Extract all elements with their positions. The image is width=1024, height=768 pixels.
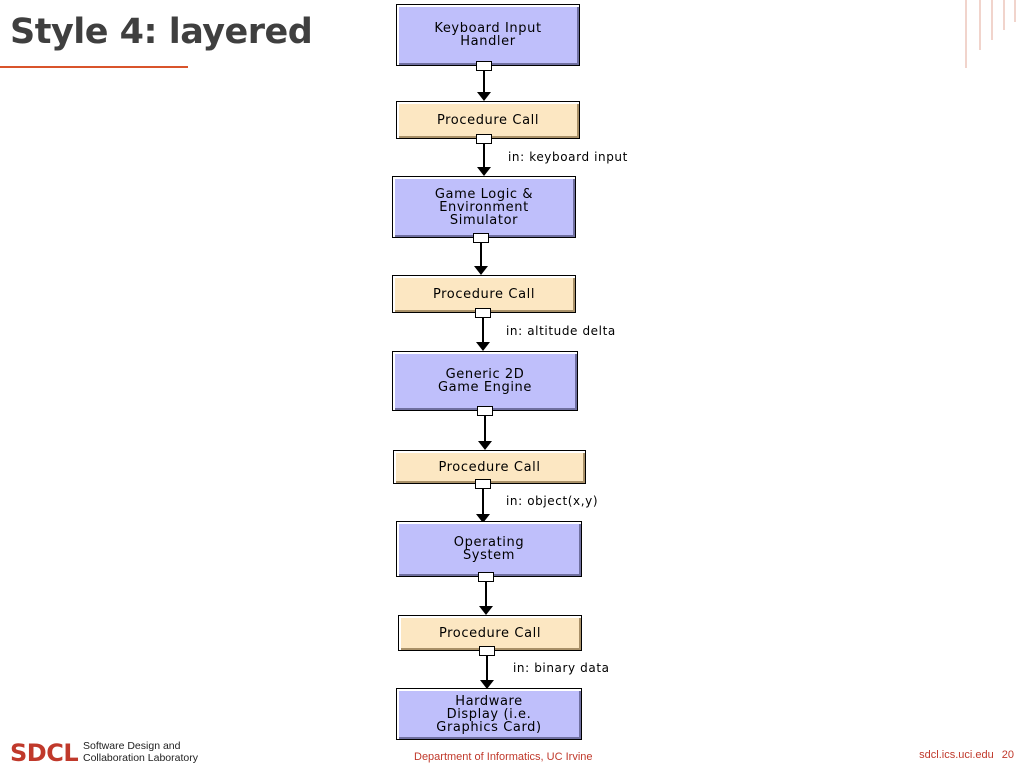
department-label: Department of Informatics, UC Irvine (414, 751, 593, 763)
lab-name-line1: Software Design and (83, 740, 181, 752)
arrow-head (477, 167, 491, 176)
edge-line (484, 416, 486, 441)
arrow-head (476, 514, 490, 523)
sdcl-logo: SDCL (10, 739, 79, 767)
port (475, 308, 491, 318)
arrow-head (480, 680, 494, 689)
port (477, 406, 493, 416)
edge-line (482, 489, 484, 514)
edge-label-altitude-delta: in: altitude delta (506, 324, 616, 338)
arrow-head (478, 441, 492, 450)
component-generic-2d-game-engine: Generic 2D Game Engine (392, 351, 578, 411)
page-number: 20 (1001, 749, 1014, 761)
edge-label-object-xy: in: object(x,y) (506, 494, 599, 508)
corner-decoration (965, 0, 1016, 68)
port (473, 233, 489, 243)
port (475, 479, 491, 489)
component-game-logic-environment-simulator: Game Logic & Environment Simulator (392, 176, 576, 238)
edge-line (480, 243, 482, 266)
lab-name: Software Design and Collaboration Labora… (83, 740, 198, 764)
port (478, 572, 494, 582)
edge-line (485, 582, 487, 606)
arrow-head (476, 342, 490, 351)
port (476, 61, 492, 71)
arrow-head (474, 266, 488, 275)
component-keyboard-input-handler: Keyboard Input Handler (396, 4, 580, 66)
title-underline (0, 66, 188, 68)
port (476, 134, 492, 144)
arrow-head (477, 92, 491, 101)
edge-line (483, 144, 485, 167)
edge-line (482, 318, 484, 342)
edge-label-binary-data: in: binary data (513, 661, 610, 675)
site-url: sdcl.ics.uci.edu (919, 749, 994, 761)
connector-procedure-call: Procedure Call (393, 450, 586, 484)
port (479, 646, 495, 656)
arrow-head (479, 606, 493, 615)
component-hardware-display: Hardware Display (i.e. Graphics Card) (396, 688, 582, 740)
component-operating-system: Operating System (396, 521, 582, 577)
connector-procedure-call: Procedure Call (396, 101, 580, 139)
lab-name-line2: Collaboration Laboratory (83, 752, 198, 764)
connector-procedure-call: Procedure Call (398, 615, 582, 651)
site-footer: sdcl.ics.uci.edu 20 (919, 749, 1014, 761)
edge-label-keyboard-input: in: keyboard input (508, 150, 628, 164)
edge-line (486, 656, 488, 680)
layered-architecture-diagram: Keyboard Input Handler Procedure Call in… (380, 0, 690, 745)
slide-title: Style 4: layered (10, 12, 313, 52)
edge-line (483, 71, 485, 92)
